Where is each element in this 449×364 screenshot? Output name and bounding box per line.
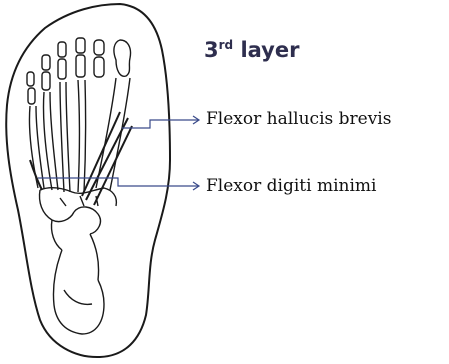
title-word: layer	[240, 38, 299, 62]
title-ordinal-suffix: rd	[219, 38, 234, 52]
muscle-lines	[30, 112, 132, 205]
label-flexor-digiti-minimi: Flexor digiti minimi	[206, 178, 376, 195]
leader-line-flexor-hallucis-brevis	[122, 120, 198, 128]
title-number: 3	[204, 38, 219, 62]
metatarsals	[29, 78, 130, 192]
label-flexor-hallucis-brevis: Flexor hallucis brevis	[206, 111, 391, 128]
tarsal-bones	[40, 188, 117, 334]
leader-line-flexor-digiti-minimi	[38, 178, 198, 186]
page-title: 3rd layer	[204, 40, 299, 61]
